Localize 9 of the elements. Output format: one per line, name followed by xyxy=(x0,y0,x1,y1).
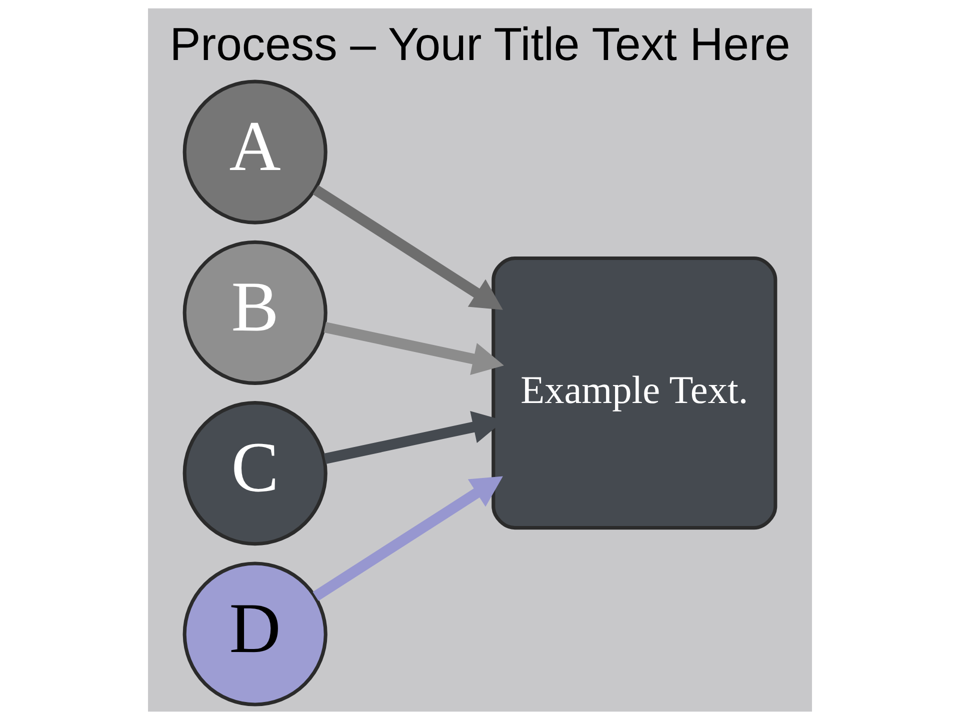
node-circle: A xyxy=(182,80,328,224)
arrow xyxy=(312,185,503,310)
diagram-title: Process – Your Title Text Here xyxy=(170,18,790,70)
node-circle: D xyxy=(182,562,328,706)
node-circle: B xyxy=(182,240,328,385)
arrow xyxy=(312,476,503,601)
node-box: Example Text. xyxy=(492,256,778,530)
node-circle: C xyxy=(182,401,328,546)
arrow xyxy=(324,322,504,375)
